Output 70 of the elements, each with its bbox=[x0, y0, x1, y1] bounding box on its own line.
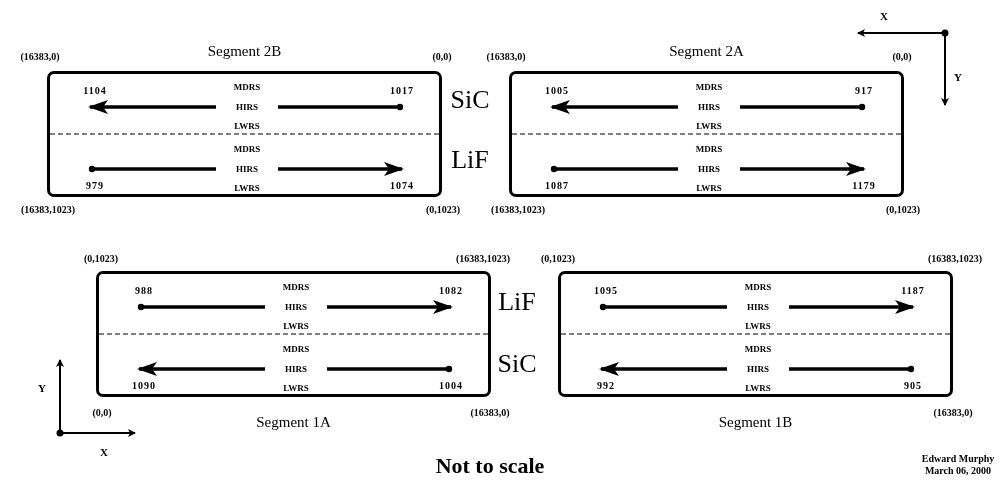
aperture-label: MDRS bbox=[744, 344, 772, 354]
aperture-label: MDRS bbox=[282, 344, 310, 354]
corner-coordinate: (0,0) bbox=[892, 52, 912, 62]
aperture-label: LWRS bbox=[283, 383, 309, 393]
wavelength-value: 1082 bbox=[439, 286, 463, 296]
aperture-label: HIRS bbox=[285, 364, 307, 374]
corner-coordinate: (0,1023) bbox=[83, 254, 119, 264]
aperture-label: MDRS bbox=[695, 82, 723, 92]
channel-label: SiC bbox=[450, 87, 490, 113]
aperture-label: LWRS bbox=[234, 183, 260, 193]
axis-label: Y bbox=[38, 382, 46, 394]
wavelength-value: 1017 bbox=[390, 86, 414, 96]
corner-coordinate: (16383,0) bbox=[933, 408, 973, 418]
axis-label: Y bbox=[954, 71, 962, 83]
wavelength-value: 1095 bbox=[594, 286, 618, 296]
aperture-label: HIRS bbox=[698, 102, 720, 112]
wavelength-value: 1074 bbox=[390, 181, 414, 191]
aperture-label: HIRS bbox=[747, 364, 769, 374]
corner-coordinate: (0,1023) bbox=[885, 205, 921, 215]
corner-coordinate: (0,0) bbox=[432, 52, 452, 62]
wavelength-value: 905 bbox=[904, 381, 922, 391]
corner-coordinate: (16383,1023) bbox=[20, 205, 76, 215]
axis-label: X bbox=[880, 10, 888, 22]
aperture-label: MDRS bbox=[744, 282, 772, 292]
aperture-label: LWRS bbox=[696, 183, 722, 193]
aperture-label: MDRS bbox=[233, 82, 261, 92]
wavelength-value: 1087 bbox=[545, 181, 569, 191]
corner-coordinate: (16383,0) bbox=[20, 52, 60, 62]
aperture-label: HIRS bbox=[285, 302, 307, 312]
aperture-label: HIRS bbox=[236, 102, 258, 112]
aperture-label: LWRS bbox=[745, 321, 771, 331]
wavelength-value: 1104 bbox=[83, 86, 107, 96]
corner-coordinate: (0,0) bbox=[92, 408, 112, 418]
wavelength-value: 979 bbox=[86, 181, 104, 191]
axis-label: X bbox=[100, 446, 108, 458]
aperture-label: MDRS bbox=[233, 144, 261, 154]
aperture-label: MDRS bbox=[695, 144, 723, 154]
channel-label: LiF bbox=[498, 289, 536, 315]
channel-label: LiF bbox=[451, 147, 489, 173]
corner-coordinate: (0,1023) bbox=[425, 205, 461, 215]
corner-coordinate: (0,1023) bbox=[540, 254, 576, 264]
aperture-label: LWRS bbox=[745, 383, 771, 393]
date-note: March 06, 2000 bbox=[924, 466, 992, 476]
channel-label: SiC bbox=[497, 351, 537, 377]
wavelength-value: 1090 bbox=[132, 381, 156, 391]
segment-title: Segment 1B bbox=[718, 414, 793, 430]
segment-title: Segment 2A bbox=[669, 43, 744, 59]
aperture-label: HIRS bbox=[747, 302, 769, 312]
segment-title: Segment 1A bbox=[256, 414, 331, 430]
corner-coordinate: (16383,1023) bbox=[455, 254, 511, 264]
corner-coordinate: (16383,0) bbox=[486, 52, 526, 62]
segment-title: Segment 2B bbox=[207, 43, 282, 59]
aperture-label: LWRS bbox=[234, 121, 260, 131]
wavelength-value: 1004 bbox=[439, 381, 463, 391]
corner-coordinate: (16383,1023) bbox=[927, 254, 983, 264]
wavelength-value: 1187 bbox=[901, 286, 925, 296]
wavelength-value: 917 bbox=[855, 86, 873, 96]
aperture-label: HIRS bbox=[698, 164, 720, 174]
aperture-label: MDRS bbox=[282, 282, 310, 292]
wavelength-value: 1005 bbox=[545, 86, 569, 96]
wavelength-value: 1179 bbox=[852, 181, 876, 191]
author-note: Edward Murphy bbox=[921, 454, 995, 464]
wavelength-value: 992 bbox=[597, 381, 615, 391]
aperture-label: HIRS bbox=[236, 164, 258, 174]
corner-coordinate: (16383,0) bbox=[470, 408, 510, 418]
aperture-label: LWRS bbox=[283, 321, 309, 331]
wavelength-value: 988 bbox=[135, 286, 153, 296]
corner-coordinate: (16383,1023) bbox=[490, 205, 546, 215]
aperture-label: LWRS bbox=[696, 121, 722, 131]
caption: Not to scale bbox=[435, 455, 545, 477]
